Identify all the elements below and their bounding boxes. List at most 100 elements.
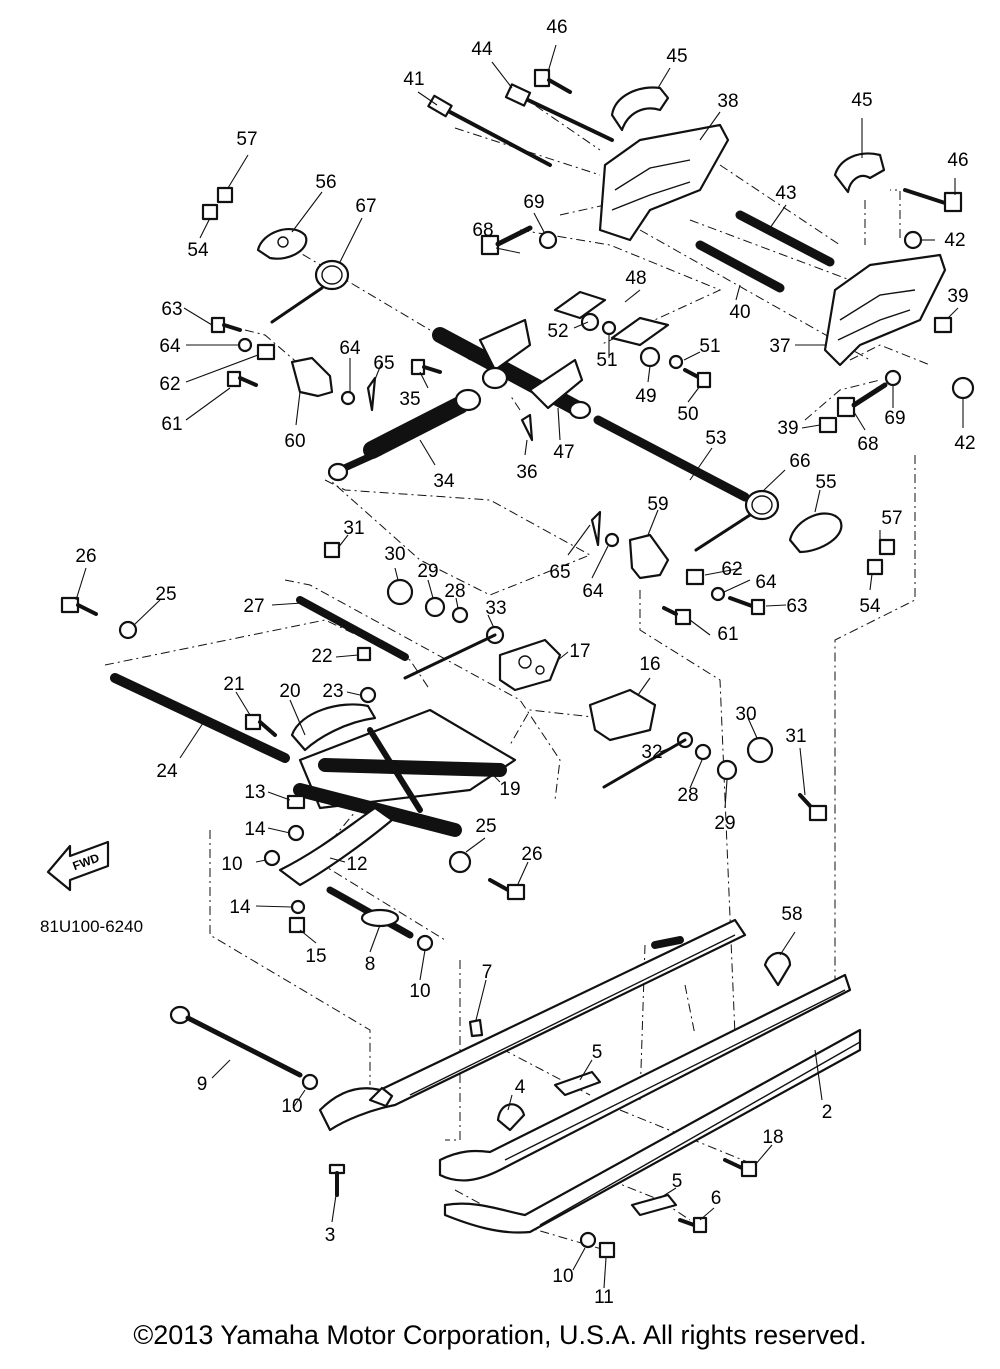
callout-20: 20 (279, 681, 300, 702)
leader-lines (75, 44, 964, 1289)
callout-3: 3 (325, 1225, 336, 1246)
bolt-50 (683, 368, 712, 389)
callout-33: 33 (485, 598, 506, 619)
collar-29-right (716, 759, 738, 781)
cotter-pin-65-left (366, 376, 377, 412)
callout-61: 61 (717, 624, 738, 645)
callout-56: 56 (315, 172, 336, 193)
callout-59: 59 (647, 494, 668, 515)
callout-36: 36 (516, 462, 537, 483)
callout-14: 14 (244, 819, 266, 840)
link-5-lower (630, 1193, 678, 1217)
bolt-39-a (933, 316, 953, 334)
callout-28: 28 (677, 785, 698, 806)
washer-64-right-a (604, 532, 620, 548)
bolt-21 (244, 713, 262, 731)
bolt-57-top (216, 186, 234, 204)
callout-2: 2 (822, 1102, 833, 1123)
callout-66: 66 (789, 451, 810, 472)
collar-69-top (538, 230, 558, 250)
long-bolt-41 (427, 94, 552, 167)
collar-42-top (903, 230, 923, 250)
collar-29-left (424, 596, 446, 618)
callout-35: 35 (399, 389, 420, 410)
washer-64-right-b (710, 586, 726, 602)
callout-69: 69 (523, 192, 544, 213)
callout-47: 47 (553, 442, 574, 463)
callout-19: 19 (499, 779, 520, 800)
callout-39: 39 (947, 286, 968, 307)
callout-30: 30 (735, 704, 756, 725)
callout-64: 64 (159, 336, 181, 357)
block-62-left (256, 343, 276, 361)
callout-10: 10 (281, 1096, 302, 1117)
callout-51: 51 (596, 350, 617, 371)
stopper-56 (256, 228, 308, 260)
collar-25-mid (448, 850, 472, 874)
callout-25: 25 (155, 584, 176, 605)
callout-31: 31 (785, 726, 806, 747)
callout-16: 16 (639, 654, 660, 675)
bolt-9 (169, 1005, 303, 1078)
washer-10-left (263, 849, 281, 867)
bolt-46-top (533, 68, 572, 94)
bracket-38 (598, 123, 730, 242)
callout-64: 64 (339, 338, 361, 359)
callout-49: 49 (635, 386, 656, 407)
bolt-13 (286, 794, 306, 810)
callout-29: 29 (417, 561, 438, 582)
callout-52: 52 (547, 321, 568, 342)
callout-15: 15 (305, 946, 326, 967)
callout-32: 32 (641, 742, 662, 763)
part-number-code: 81U100-6240 (40, 917, 143, 936)
bolt-44 (504, 83, 614, 142)
callout-24: 24 (156, 761, 178, 782)
callout-63: 63 (786, 596, 807, 617)
bracket-60 (290, 356, 334, 398)
collar-42-bottom (951, 376, 975, 400)
bolt-31-top (323, 541, 341, 559)
callout-45: 45 (666, 46, 687, 67)
callout-57: 57 (236, 129, 257, 150)
callout-67: 67 (355, 196, 376, 217)
callout-42: 42 (954, 433, 975, 454)
shaft-cap-left (651, 936, 684, 949)
washer-14-bottom (290, 899, 306, 915)
callout-31: 31 (343, 518, 364, 539)
callout-14: 14 (229, 897, 251, 918)
callout-38: 38 (717, 91, 738, 112)
washer-28-left (451, 606, 469, 624)
callout-23: 23 (322, 681, 343, 702)
callout-26: 26 (521, 844, 542, 865)
washer-64-mid (340, 390, 356, 406)
shaft-40 (695, 240, 785, 293)
shaft-24 (110, 673, 290, 763)
bracket-59 (628, 533, 670, 580)
callout-13: 13 (244, 782, 265, 803)
callout-51: 51 (699, 336, 720, 357)
callout-55: 55 (815, 472, 836, 493)
callout-5: 5 (592, 1042, 603, 1063)
bolt-63-right (728, 596, 766, 616)
callout-18: 18 (762, 1127, 783, 1148)
collar-49 (639, 346, 661, 368)
spring-33 (403, 625, 505, 680)
link-5-upper (553, 1070, 602, 1097)
bolt-35 (410, 358, 442, 376)
callout-22: 22 (311, 646, 332, 667)
stopper-55 (788, 512, 843, 554)
slide-rail-1 (318, 918, 747, 1132)
callout-64: 64 (582, 581, 604, 602)
callout-27: 27 (243, 596, 264, 617)
nut-54-right (866, 558, 884, 576)
shock-absorber-34 (327, 388, 482, 482)
callout-64: 64 (755, 572, 777, 593)
callout-62: 62 (159, 374, 180, 395)
collar-23 (359, 686, 377, 704)
callout-68: 68 (472, 220, 493, 241)
callout-41: 41 (403, 69, 424, 90)
callout-42: 42 (944, 230, 965, 251)
callout-26: 26 (75, 546, 96, 567)
callout-65: 65 (373, 353, 394, 374)
screw-3 (328, 1163, 346, 1197)
